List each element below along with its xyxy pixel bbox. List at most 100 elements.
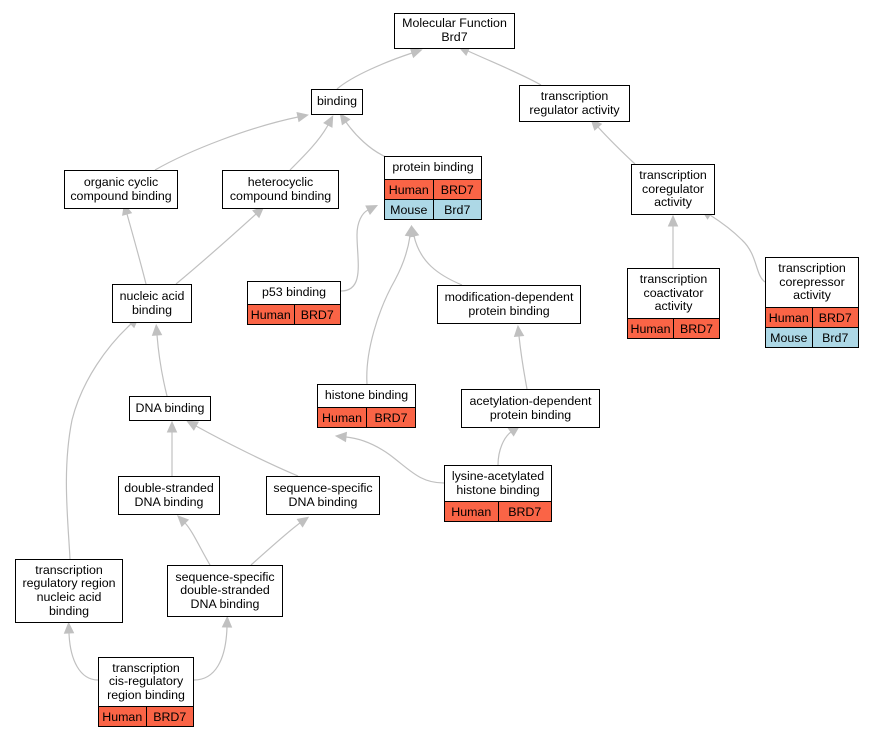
term-label-line: transcription <box>778 261 846 276</box>
term-label-line: nucleic acid <box>119 288 185 303</box>
edge-arrow-tcrrb-trrnab <box>63 621 75 634</box>
edge-tcra-tra <box>597 126 636 165</box>
edge-arrow-dsdb-dnab <box>166 420 178 433</box>
edge-lahb-hb <box>345 436 445 484</box>
edge-arrow-tcrrb-ssdsdb <box>221 615 233 628</box>
gene-label: Brd7 <box>811 328 859 347</box>
gene-label: BRD7 <box>811 308 859 327</box>
edge-p53-pb <box>340 209 369 292</box>
edge-tcor-tcra <box>709 214 766 283</box>
term-label-line: sequence-specific <box>273 480 373 495</box>
term-label-line: sequence-specific <box>175 569 275 584</box>
term-label-line: transcription <box>112 660 180 675</box>
edge-hcb-binding <box>289 124 329 171</box>
edge-occb-binding <box>154 116 299 171</box>
edge-tra-mf <box>467 50 542 86</box>
term-label-line: protein binding <box>392 160 474 175</box>
term-label-line: acetylation-dependent <box>469 393 592 408</box>
term-label-line: transcription <box>540 88 609 103</box>
edge-nab-occb <box>126 213 147 285</box>
term-label-line: transcription <box>639 272 708 287</box>
edge-arrow-ssdsdb-ssdb <box>296 516 310 528</box>
term-label-line: heterocyclic <box>247 174 314 189</box>
go-term-label: protein binding <box>385 157 481 179</box>
term-label-line: activity <box>793 288 831 303</box>
term-label-line: coregulator <box>642 181 704 196</box>
edge-nab-hcb <box>175 213 257 285</box>
term-label-line: compound binding <box>229 188 332 203</box>
term-label-line: cis-regulatory <box>108 674 184 689</box>
edge-trrnab-nab <box>65 323 132 560</box>
edge-lahb-adpb <box>497 431 512 466</box>
term-label-line: regulator activity <box>529 102 620 117</box>
edge-arrow-dnab-nab <box>151 323 163 336</box>
species-label: Human <box>630 321 671 336</box>
edge-ssdb-dnab <box>195 425 299 477</box>
species-label: Human <box>388 182 429 197</box>
gene-label: BRD7 <box>145 707 194 726</box>
go-term-label: DNA binding <box>130 397 210 420</box>
species-label: Human <box>102 709 143 724</box>
edge-ssdsdb-dsdb <box>184 522 211 566</box>
gene-label: BRD7 <box>673 319 719 338</box>
edge-arrow-ssdsdb-dsdb <box>177 515 190 528</box>
term-label-line: nucleic acid <box>36 590 102 604</box>
edge-tcrrb-ssdsdb <box>193 626 228 681</box>
edge-arrow-tcoa-tcra <box>667 214 679 227</box>
go-term-label: binding <box>312 90 362 114</box>
term-label-line: binding <box>317 94 357 109</box>
species-label: Human <box>322 410 362 425</box>
go-term-binding[interactable]: binding <box>311 89 363 115</box>
go-term-label: histone binding <box>318 385 415 407</box>
edge-arrow-ssdb-dnab <box>186 420 199 431</box>
go-term-dnab[interactable]: DNA binding <box>129 396 211 421</box>
term-label-line: Brd7 <box>441 30 468 44</box>
term-label-line: corepressor <box>779 274 845 289</box>
edge-arrow-adpb-mdpb <box>513 324 525 338</box>
term-label-line: binding <box>132 302 172 317</box>
term-label-line: region binding <box>107 687 185 702</box>
edge-arrow-hcb-binding <box>323 115 334 128</box>
term-label-line: regulatory region <box>22 576 116 591</box>
gene-label: BRD7 <box>497 502 552 521</box>
edge-ssdsdb-ssdb <box>250 522 301 566</box>
edge-tcrrb-trrnab <box>68 632 99 681</box>
term-label-line: double-stranded <box>180 583 270 598</box>
